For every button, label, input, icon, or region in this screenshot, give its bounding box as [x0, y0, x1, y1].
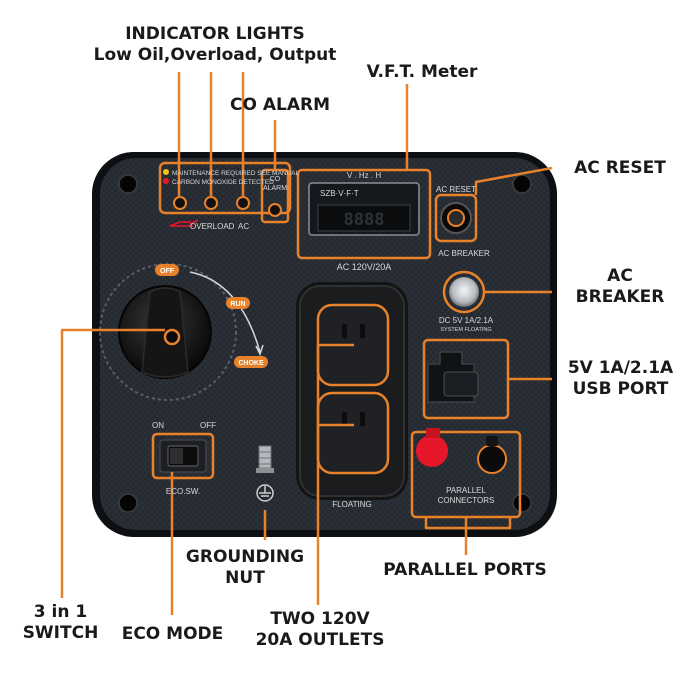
oil-can-icon [169, 219, 199, 227]
meter-outlet-label: AC 120V/20A [337, 262, 392, 272]
eco-on-label: ON [152, 421, 164, 430]
parallel-label-2: CONNECTORS [438, 496, 495, 505]
callout-outlets: TWO 120V 20A OUTLETS [240, 609, 400, 651]
choke-off-pill [155, 264, 179, 276]
callout-three-in-one: 3 in 1 SWITCH [8, 602, 113, 644]
ac-breaker-button [442, 270, 486, 314]
callout-usb-2: USB PORT [572, 379, 669, 399]
choke-run-pill [226, 297, 250, 309]
meter-brand: SZB·V·F·T [320, 189, 359, 198]
callout-eco-mode: ECO MODE [121, 624, 224, 644]
callout-ac-breaker-2: BREAKER [575, 287, 665, 307]
co-alarm-label-2: ALARM [263, 185, 287, 192]
parallel-label-1: PARALLEL [446, 486, 486, 495]
callout-ac-breaker-1: AC [607, 266, 633, 286]
eco-switch-label: ECO.SW. [166, 487, 200, 496]
choke-run-label: RUN [230, 301, 245, 308]
callout-three-in-one-2: SWITCH [22, 623, 99, 643]
callout-ac-reset: AC RESET [574, 158, 666, 178]
eco-switch-box [151, 432, 215, 480]
callout-three-in-one-1: 3 in 1 [33, 602, 88, 622]
choke-choke-label: CHOKE [238, 360, 264, 367]
meter-scale: V . Hz . H [347, 171, 381, 180]
grounding-nut [256, 445, 274, 473]
ac-breaker-panel-label: AC BREAKER [438, 249, 490, 258]
callout-co-alarm: CO ALARM [230, 95, 330, 115]
corner-screws [118, 174, 532, 513]
status-line-co: CARBON MONOXIDE DETECTED [172, 179, 274, 186]
red-parallel-cap [416, 435, 448, 467]
callout-indicator-title: INDICATOR LIGHTS [125, 24, 305, 44]
callout-indicator-subtitle: Low Oil,Overload, Output [93, 45, 337, 65]
callout-vft-meter: V.F.T. Meter [366, 62, 478, 82]
callout-grounding-2: NUT [225, 568, 265, 588]
callout-grounding-1: GROUNDING [185, 547, 305, 567]
callout-outlets-2: 20A OUTLETS [255, 630, 385, 650]
co-alarm-label-1: CO [270, 176, 281, 183]
eco-off-label: OFF [200, 421, 216, 430]
indicator-box [158, 161, 292, 215]
callout-parallel-ports: PARALLEL PORTS [383, 560, 547, 580]
status-line-maintenance: MAINTENANCE REQUIRED SEE MANUAL [172, 170, 300, 177]
maintenance-led [163, 169, 169, 175]
callout-outlets-1: TWO 120V [270, 609, 370, 629]
ac-reset-box [434, 193, 478, 243]
callout-ac-breaker: AC BREAKER [565, 266, 675, 308]
callout-indicator-lights: INDICATOR LIGHTS Low Oil,Overload, Outpu… [80, 24, 350, 66]
choke-off-label: OFF [160, 268, 175, 275]
dc-sub-label: SYSTEM FLOATING [440, 327, 491, 333]
callout-usb-port: 5V 1A/2.1A USB PORT [553, 358, 688, 400]
indicator-buttons [173, 196, 250, 210]
co-led [163, 178, 169, 184]
ac-label: AC [238, 222, 249, 231]
outlet-floating-label: FLOATING [332, 500, 371, 509]
meter-reading: 8888 [344, 210, 385, 230]
dc-label: DC 5V 1A/2.1A [439, 316, 494, 325]
meter-display [317, 204, 411, 232]
ground-symbol-icon [256, 484, 274, 502]
leader-lines [60, 72, 553, 615]
meter-box [296, 168, 432, 260]
ac-reset-panel-label: AC RESET [436, 185, 476, 194]
callout-usb-1: 5V 1A/2.1A [567, 358, 674, 378]
callout-grounding-nut: GROUNDING NUT [180, 547, 310, 589]
choke-choke-pill [234, 356, 268, 368]
choke-knob-grip [141, 287, 189, 378]
overload-label: OVERLOAD [190, 222, 235, 231]
